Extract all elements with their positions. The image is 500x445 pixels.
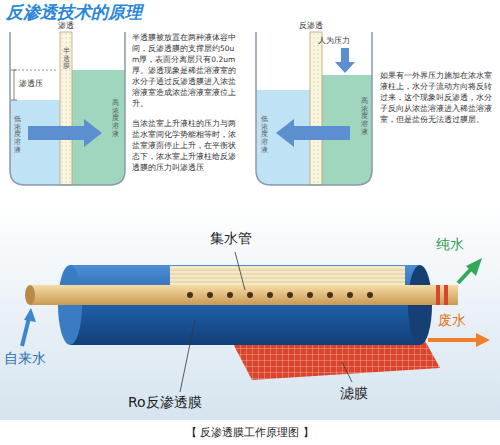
page-title: 反渗透技术的原理 (6, 1, 142, 24)
arrow-head (476, 333, 490, 347)
inlet-arrow (22, 318, 29, 346)
solution-label: 低浓度溶液 (261, 116, 268, 154)
pipe-holes (187, 292, 373, 298)
membrane-layers (170, 266, 405, 286)
collection-pipe (30, 285, 458, 305)
explanation-text: 当浓盐室上升液柱的压力与两盐水室间化学势能相等时，浓盐室液面停止上升，在平衡状态… (132, 118, 240, 173)
dimension-line (14, 70, 15, 100)
pressure-label: 人为压力 (318, 36, 350, 45)
low-solution (10, 100, 60, 185)
figure-caption: 【 反渗透膜工作原理图 】 (186, 425, 314, 440)
membrane (60, 32, 72, 185)
outlet-name: 纯水 (436, 236, 464, 253)
membrane-label: 渗透 (58, 21, 74, 31)
flow-arrow (276, 119, 350, 147)
pipe-hole (227, 292, 233, 298)
pipe-hole (307, 292, 313, 298)
pipe-ring (436, 285, 440, 305)
membrane-layer-lines (170, 270, 405, 282)
pipe-hole (247, 292, 253, 298)
pipe-hole (207, 292, 213, 298)
leader-line (342, 362, 352, 382)
pipe-hole (187, 292, 193, 298)
dimension-tick (11, 70, 17, 71)
solution-label: 高浓度溶液 (361, 98, 368, 136)
pipe-hole (287, 292, 293, 298)
explanation-text: 如果有一外界压力施加在浓水室液柱上，水分子流动方向将反转过来，这个现象叫反渗透，… (380, 70, 492, 125)
beaker (256, 32, 372, 185)
panel-ground (0, 200, 500, 420)
level-line (14, 70, 58, 71)
pure-water-arrow (458, 268, 472, 283)
dimension-tick (11, 100, 17, 101)
part-name: Ro反渗透膜 (128, 394, 202, 411)
part-name: 集水管 (210, 230, 252, 247)
explanation-text: 半透膜被放置在两种液体容中间，反渗透膜的支撑层约50um厚，表面分离层只有0.2… (132, 32, 240, 109)
flow-arrow (28, 119, 102, 147)
leader-line (180, 320, 195, 392)
membrane-label: 反渗透 (299, 21, 323, 31)
arrow-head (466, 258, 482, 276)
inlet-name: 自来水 (4, 350, 46, 367)
pipe-hole (367, 292, 373, 298)
outlet-name: 废水 (438, 312, 466, 329)
pipe-hole (267, 292, 273, 298)
pipe-ring (444, 285, 448, 305)
part-name: 滤膜 (340, 385, 368, 402)
solution-label: 低浓度溶液 (14, 116, 21, 154)
solution-label: 高浓度溶液 (112, 100, 119, 138)
pressure-label: 渗透压 (19, 79, 43, 88)
pipe-hole (327, 292, 333, 298)
pressure-arrow (335, 48, 355, 73)
waste-water-arrow (428, 338, 478, 342)
membrane (310, 32, 322, 185)
pipe-end (25, 285, 35, 305)
pipe-hole (347, 292, 353, 298)
leader-line (235, 252, 245, 290)
arrow-head (24, 308, 36, 322)
membrane-label: 半透膜 (63, 48, 70, 71)
beaker (10, 32, 125, 185)
